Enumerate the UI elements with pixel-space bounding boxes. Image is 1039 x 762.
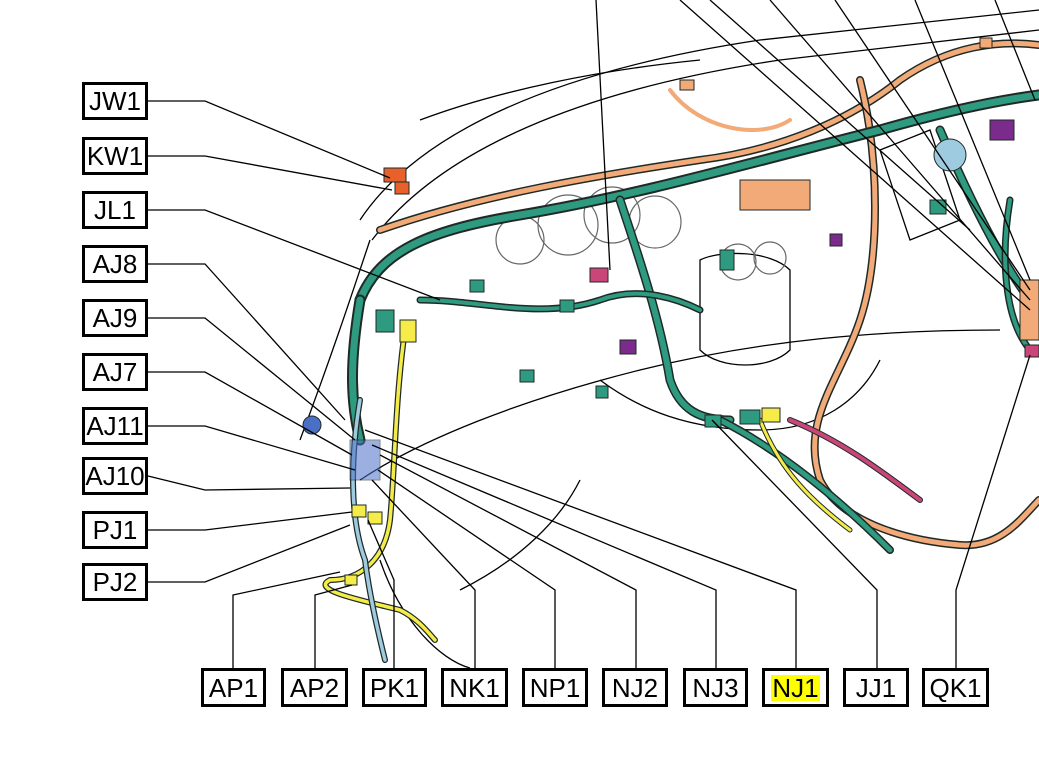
- pink-harness: [787, 417, 923, 503]
- label-text: JJ1: [855, 672, 897, 703]
- connector-label-pk1: PK1: [362, 668, 427, 707]
- label-text: AJ10: [85, 461, 145, 491]
- yellow-harness: [322, 327, 853, 643]
- connector-label-qk1: QK1: [922, 668, 989, 707]
- connector-label-pj2: PJ2: [82, 563, 148, 601]
- label-text: PJ2: [92, 567, 138, 597]
- dashboard-outline: [299, 9, 1039, 669]
- label-text: JW1: [89, 86, 141, 116]
- connector-label-nj3: NJ3: [683, 668, 748, 707]
- light-blue-branch: [350, 397, 388, 663]
- connector-label-aj9: AJ9: [82, 299, 148, 337]
- label-text: AJ9: [92, 303, 138, 333]
- label-text: AJ8: [92, 249, 138, 279]
- connector-label-ap2: AP2: [281, 668, 348, 707]
- connector-label-aj7: AJ7: [82, 353, 148, 391]
- connector-label-nj2: NJ2: [602, 668, 668, 707]
- connector-label-jl1: JL1: [82, 191, 148, 229]
- connector-label-aj11: AJ11: [82, 407, 148, 445]
- connector-label-aj8: AJ8: [82, 245, 148, 283]
- label-text: PJ1: [92, 515, 138, 545]
- connector-label-nk1: NK1: [441, 668, 508, 707]
- main-green-harness: [347, 89, 1039, 554]
- label-text: NJ3: [692, 672, 739, 703]
- label-text: AJ11: [86, 411, 144, 441]
- label-text: PK1: [369, 672, 420, 703]
- connector-label-nj1: NJ1: [762, 668, 829, 707]
- label-text-highlighted: NJ1: [771, 672, 820, 703]
- label-text: NK1: [449, 672, 500, 703]
- connector-label-pj1: PJ1: [82, 511, 148, 549]
- connector-label-aj10: AJ10: [82, 457, 148, 495]
- connector-label-kw1: KW1: [82, 137, 148, 175]
- label-text: JL1: [94, 195, 136, 225]
- connector-label-jj1: JJ1: [843, 668, 909, 707]
- label-text: QK1: [929, 672, 982, 703]
- label-text: NP1: [529, 672, 581, 703]
- label-text: AJ7: [92, 357, 138, 387]
- connector-label-jw1: JW1: [82, 82, 148, 120]
- connectors: [302, 37, 1039, 586]
- label-text: AP2: [289, 672, 340, 703]
- label-text: AP1: [208, 672, 259, 703]
- connector-label-ap1: AP1: [201, 668, 266, 707]
- leader-lines: [147, 0, 1036, 668]
- label-text: NJ2: [611, 672, 659, 703]
- orange-harness: [376, 39, 1039, 550]
- connector-label-np1: NP1: [522, 668, 588, 707]
- label-text: KW1: [86, 141, 144, 171]
